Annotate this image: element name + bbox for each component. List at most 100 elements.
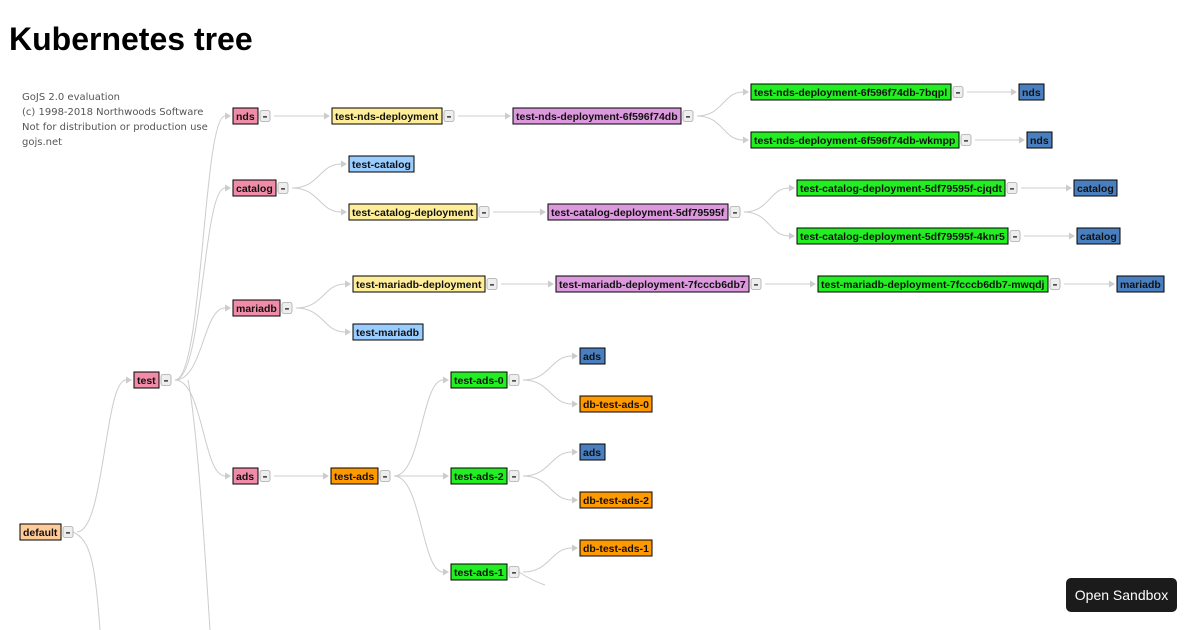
tree-node-test-ads-1[interactable]: test-ads-1–: [450, 563, 520, 581]
node-box[interactable]: [796, 179, 1006, 197]
node-box[interactable]: [579, 491, 653, 509]
tree-node-db-test-ads-1[interactable]: db-test-ads-1: [579, 539, 653, 557]
tree-node-nds-c1[interactable]: nds: [1018, 83, 1045, 101]
collapse-button[interactable]: [729, 206, 741, 218]
collapse-button[interactable]: [443, 110, 455, 122]
tree-node-test-catalog-pod-2[interactable]: test-catalog-deployment-5df79595f-4knr5–: [796, 227, 1021, 245]
tree-node-default[interactable]: default–: [19, 523, 74, 541]
node-box[interactable]: [133, 371, 160, 389]
node-box[interactable]: [352, 323, 424, 341]
collapse-button[interactable]: [508, 470, 520, 482]
node-box[interactable]: [450, 563, 508, 581]
node-box[interactable]: [348, 203, 478, 221]
collapse-button[interactable]: [62, 526, 74, 538]
node-box[interactable]: [750, 131, 960, 149]
collapse-button[interactable]: [508, 374, 520, 386]
node-box[interactable]: [232, 179, 277, 197]
tree-link: [522, 379, 573, 405]
tree-node-ads-c0[interactable]: ads: [579, 347, 606, 365]
node-label: ads: [583, 351, 601, 363]
tree-node-test-ads[interactable]: test-ads–: [330, 467, 391, 485]
link-arrowhead: [225, 112, 231, 120]
collapse-button[interactable]: [952, 86, 964, 98]
node-box[interactable]: [750, 83, 952, 101]
tree-node-test-catalog[interactable]: test-catalog: [348, 155, 415, 173]
collapse-button[interactable]: [960, 134, 972, 146]
tree-node-nds-c2[interactable]: nds: [1026, 131, 1053, 149]
node-box[interactable]: [232, 467, 259, 485]
tree-node-test-mariadb-pod[interactable]: test-mariadb-deployment-7fcccb6db7-mwqdj…: [817, 275, 1061, 293]
collapse-button[interactable]: [486, 278, 498, 290]
tree-node-test-nds-deployment[interactable]: test-nds-deployment–: [331, 107, 455, 125]
tree-node-test-mariadb-deployment[interactable]: test-mariadb-deployment–: [352, 275, 498, 293]
minus-icon: –: [512, 568, 517, 579]
node-box[interactable]: [232, 107, 259, 125]
tree-node-catalog-c2[interactable]: catalog: [1076, 227, 1121, 245]
minus-icon: –: [263, 472, 268, 483]
node-box[interactable]: [19, 523, 62, 541]
node-box[interactable]: [1018, 83, 1045, 101]
collapse-button[interactable]: [259, 110, 271, 122]
node-box[interactable]: [352, 275, 486, 293]
node-box[interactable]: [232, 299, 281, 317]
collapse-button[interactable]: [1006, 182, 1018, 194]
tree-node-test-mariadb[interactable]: test-mariadb: [352, 323, 424, 341]
node-box[interactable]: [1116, 275, 1165, 293]
node-box[interactable]: [330, 467, 379, 485]
minus-icon: –: [281, 184, 286, 195]
collapse-button[interactable]: [682, 110, 694, 122]
tree-node-db-test-ads-0[interactable]: db-test-ads-0: [579, 395, 653, 413]
node-box[interactable]: [512, 107, 682, 125]
tree-node-test-mariadb-rs[interactable]: test-mariadb-deployment-7fcccb6db7–: [555, 275, 762, 293]
node-box[interactable]: [547, 203, 729, 221]
node-box[interactable]: [796, 227, 1009, 245]
collapse-button[interactable]: [259, 470, 271, 482]
tree-node-mariadb[interactable]: mariadb–: [232, 299, 293, 317]
tree-node-test-ads-2[interactable]: test-ads-2–: [450, 467, 520, 485]
open-sandbox-button[interactable]: Open Sandbox: [1066, 578, 1177, 612]
tree-node-ads[interactable]: ads–: [232, 467, 271, 485]
node-box[interactable]: [1073, 179, 1118, 197]
tree-node-test[interactable]: test–: [133, 371, 172, 389]
collapse-button[interactable]: [508, 566, 520, 578]
collapse-button[interactable]: [160, 374, 172, 386]
node-box[interactable]: [1026, 131, 1053, 149]
link-arrowhead: [572, 352, 578, 360]
collapse-button[interactable]: [750, 278, 762, 290]
collapse-button[interactable]: [277, 182, 289, 194]
node-box[interactable]: [817, 275, 1049, 293]
minus-icon: –: [164, 376, 169, 387]
tree-node-test-catalog-deployment[interactable]: test-catalog-deployment–: [348, 203, 490, 221]
node-box[interactable]: [348, 155, 415, 173]
node-box[interactable]: [579, 539, 653, 557]
node-box[interactable]: [450, 467, 508, 485]
node-box[interactable]: [1076, 227, 1121, 245]
tree-node-test-nds-pod-2[interactable]: test-nds-deployment-6f596f74db-wkmpp–: [750, 131, 972, 149]
tree-node-db-test-ads-2[interactable]: db-test-ads-2: [579, 491, 653, 509]
node-box[interactable]: [450, 371, 508, 389]
tree-node-test-catalog-pod-1[interactable]: test-catalog-deployment-5df79595f-cjqdt–: [796, 179, 1018, 197]
node-box[interactable]: [579, 443, 606, 461]
node-label: catalog: [1080, 231, 1117, 243]
collapse-button[interactable]: [1009, 230, 1021, 242]
tree-node-catalog[interactable]: catalog–: [232, 179, 289, 197]
tree-node-catalog-c1[interactable]: catalog: [1073, 179, 1118, 197]
tree-node-test-ads-0[interactable]: test-ads-0–: [450, 371, 520, 389]
watermark-line: Not for distribution or production use: [22, 122, 208, 133]
tree-node-test-nds-pod-1[interactable]: test-nds-deployment-6f596f74db-7bqpl–: [750, 83, 964, 101]
collapse-button[interactable]: [1049, 278, 1061, 290]
tree-node-nds[interactable]: nds–: [232, 107, 271, 125]
node-box[interactable]: [555, 275, 750, 293]
tree-node-mariadb-c[interactable]: mariadb: [1116, 275, 1165, 293]
node-box[interactable]: [579, 347, 606, 365]
node-box[interactable]: [579, 395, 653, 413]
tree-node-test-catalog-rs[interactable]: test-catalog-deployment-5df79595f–: [547, 203, 741, 221]
collapse-button[interactable]: [281, 302, 293, 314]
tree-nodes: default–test–nds–test-nds-deployment–tes…: [19, 83, 1165, 581]
collapse-button[interactable]: [379, 470, 391, 482]
collapse-button[interactable]: [478, 206, 490, 218]
node-box[interactable]: [331, 107, 443, 125]
tree-node-test-nds-rs[interactable]: test-nds-deployment-6f596f74db–: [512, 107, 694, 125]
tree-node-ads-c2[interactable]: ads: [579, 443, 606, 461]
